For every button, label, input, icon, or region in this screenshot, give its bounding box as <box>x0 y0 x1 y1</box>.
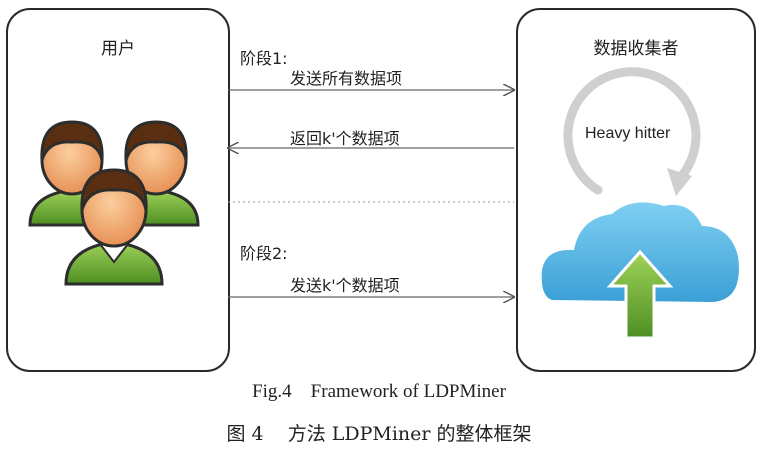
figure-caption-cn: 图 4 方法 LDPMiner 的整体框架 <box>226 423 532 445</box>
message-return-k-items: 返回k'个数据项 <box>290 129 400 148</box>
user-title: 用户 <box>101 39 135 59</box>
figure-caption-en: Fig.4 Framework of LDPMiner <box>252 381 506 402</box>
cloud-upload-icon <box>541 202 739 340</box>
collector-title: 数据收集者 <box>593 39 679 59</box>
users-icon <box>28 120 200 286</box>
heavy-hitter-label: Heavy hitter <box>585 125 671 142</box>
phase-2-label: 阶段2: <box>240 244 288 263</box>
phase-1-label: 阶段1: <box>240 49 288 68</box>
message-send-k-items: 发送k'个数据项 <box>290 276 400 295</box>
cycle-arrow-icon <box>563 67 701 196</box>
message-send-all-items: 发送所有数据项 <box>290 69 403 88</box>
